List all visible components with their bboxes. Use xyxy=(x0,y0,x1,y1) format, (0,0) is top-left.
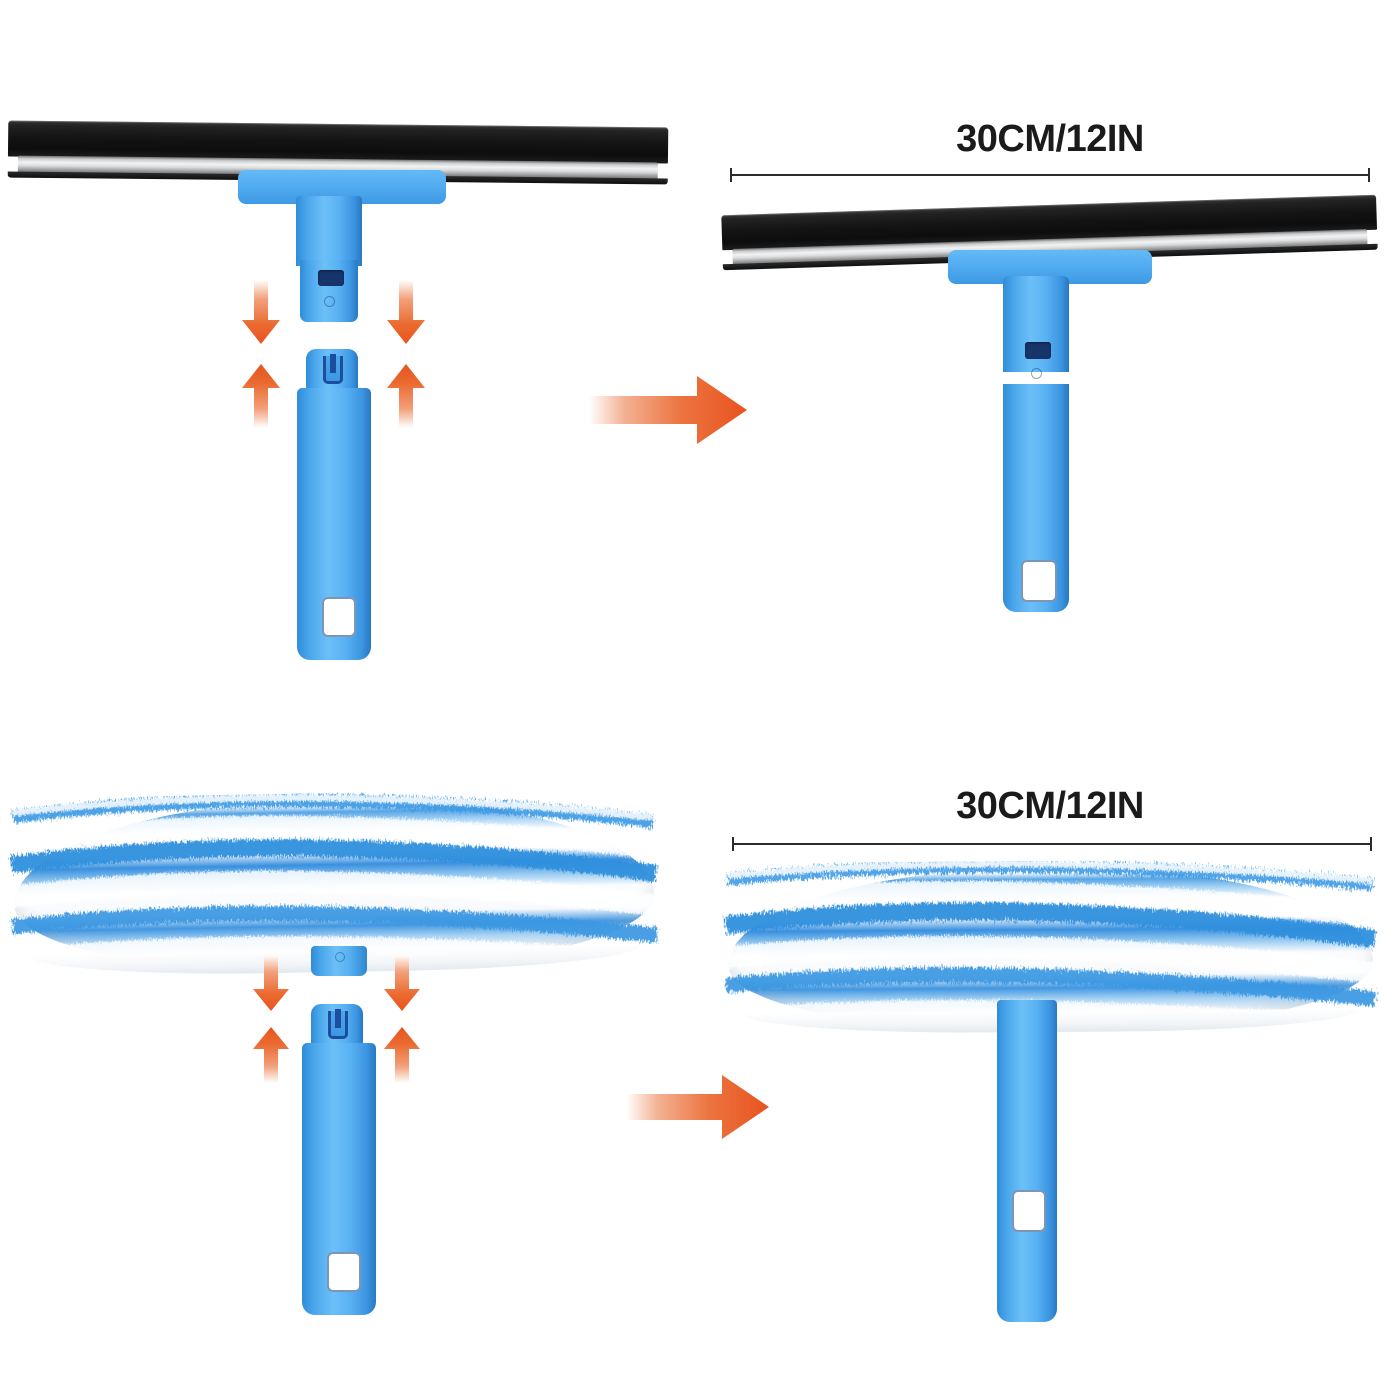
scrubber-section: 30CM/12IN xyxy=(0,700,1400,1400)
assembled-hang-hole xyxy=(1021,560,1057,602)
assembled-pin-mark xyxy=(1031,368,1042,379)
scrubber-dimension-line xyxy=(732,837,1372,851)
assembly-arrow-down-right xyxy=(385,280,427,346)
handle-hang-hole xyxy=(327,1252,361,1292)
dimension-bar xyxy=(730,174,1370,176)
assembly-arrow-up-right xyxy=(382,1025,422,1083)
t-connector-stem-upper xyxy=(296,196,362,266)
assembly-arrow-up-right xyxy=(385,362,427,428)
squeegee-exploded-view xyxy=(0,0,669,700)
assembled-hang-hole xyxy=(1012,1190,1046,1232)
connector-pin-mark xyxy=(324,296,335,307)
handle-clip-tab xyxy=(328,1009,348,1039)
dimension-tick-right xyxy=(1370,837,1372,851)
assembled-handle-body xyxy=(997,1027,1057,1322)
transition-arrow-squeegee xyxy=(585,370,750,450)
scrubber-socket-pin-mark xyxy=(335,952,345,962)
squeegee-assembled-view: 30CM/12IN xyxy=(700,0,1400,700)
assembly-arrow-up-left xyxy=(240,362,282,428)
squeegee-dimension-label: 30CM/12IN xyxy=(956,118,1144,160)
handle-hang-hole xyxy=(322,597,356,637)
assembly-arrow-up-left xyxy=(251,1025,291,1083)
assembled-scrubber-collar xyxy=(997,1000,1057,1032)
scrubber-dimension-label: 30CM/12IN xyxy=(956,785,1144,827)
assembled-connector-slot xyxy=(1025,342,1051,359)
squeegee-section: 30CM/12IN xyxy=(0,0,1400,700)
scrubber-exploded-view xyxy=(0,700,680,1400)
handle-clip-tab xyxy=(323,354,343,384)
assembly-arrow-down-left xyxy=(251,955,291,1013)
dimension-bar xyxy=(732,843,1372,845)
squeegee-dimension-line xyxy=(730,168,1370,182)
connector-slot xyxy=(318,270,344,286)
scrubber-assembled-view: 30CM/12IN xyxy=(700,700,1400,1400)
dimension-tick-right xyxy=(1368,168,1370,182)
assembly-arrow-down-right xyxy=(382,955,422,1013)
assembly-arrow-down-left xyxy=(240,280,282,346)
transition-arrow-scrubber xyxy=(622,1070,772,1144)
